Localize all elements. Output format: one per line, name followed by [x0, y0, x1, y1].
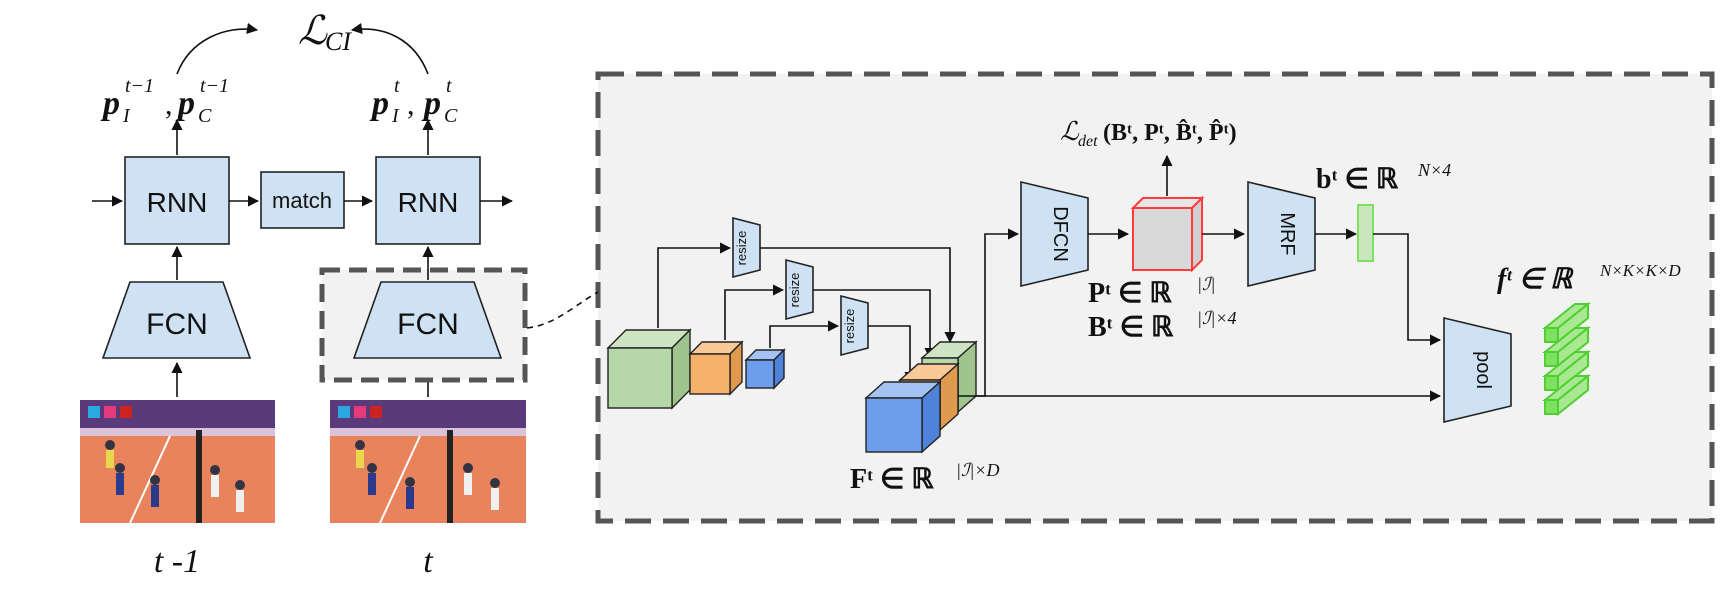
mrf-label: MRF — [1276, 212, 1298, 255]
svg-text:p: p — [369, 85, 389, 122]
time-label-cur-t: t — [423, 543, 434, 580]
rnn-prev — [124, 156, 230, 245]
dfcn-label: DFCN — [1049, 206, 1071, 262]
svg-text:t: t — [446, 75, 452, 97]
resize-1: resize — [732, 216, 761, 279]
b-label: bᵗ ∈ ℝ N×4 — [1316, 160, 1451, 195]
svg-text:p: p — [100, 85, 120, 122]
B-label: Bᵗ ∈ ℝ |ℐ|×4 — [1088, 308, 1237, 343]
rnn-cur — [375, 156, 481, 245]
fcn-cur-label: FCN — [397, 308, 459, 341]
box-vector — [1357, 204, 1374, 262]
fcn-prev — [101, 281, 252, 359]
loss-det: ℒ det (Bᵗ, Pᵗ, B̂ᵗ, P̂ᵗ) — [1060, 117, 1237, 150]
fcn-cur — [352, 281, 503, 359]
svg-text:p: p — [175, 85, 195, 122]
F-label: Fᵗ ∈ ℝ |ℐ|×D — [850, 460, 1000, 495]
svg-text:ℒ: ℒ — [298, 8, 328, 53]
output-cur: p I t , p C t — [369, 75, 458, 127]
arrow-b-pool — [1373, 233, 1442, 346]
feature-stack — [864, 340, 978, 454]
P-label: Pᵗ ∈ ℝ |ℐ| — [1088, 274, 1215, 309]
svg-text:C: C — [444, 105, 458, 127]
zoom-connector — [526, 291, 599, 329]
time-label-prev: t -1 — [154, 543, 200, 580]
pool-block — [1443, 316, 1512, 424]
loss-ci: ℒ CI — [176, 8, 429, 75]
backbone-cubes — [606, 328, 786, 410]
match-box — [260, 171, 345, 229]
svg-text:t: t — [394, 75, 400, 97]
mrf-block — [1247, 180, 1316, 288]
rnn-prev-label: RNN — [147, 187, 208, 218]
resize-connections — [657, 242, 956, 384]
frame-image-cur — [330, 400, 526, 524]
f-label: fᵗ ∈ ℝ N×K×K×D — [1497, 261, 1681, 295]
svg-text:p: p — [421, 85, 441, 122]
svg-text:,: , — [165, 88, 173, 121]
branch-prev: FCN RNN p I t−1 , p C t−1 t -1 — [80, 75, 275, 580]
match-label: match — [272, 188, 332, 213]
svg-text:|ℐ|×4: |ℐ|×4 — [1197, 308, 1237, 328]
dfcn-block — [1020, 180, 1089, 288]
svg-text:resize: resize — [842, 309, 857, 344]
svg-text:Pᵗ ∈ ℝ: Pᵗ ∈ ℝ — [1088, 278, 1172, 309]
svg-text:I: I — [391, 105, 400, 127]
svg-text:CI: CI — [325, 27, 352, 56]
svg-text:resize: resize — [734, 231, 749, 266]
svg-text:det: det — [1078, 133, 1098, 150]
svg-text:bᵗ ∈ ℝ: bᵗ ∈ ℝ — [1316, 164, 1399, 195]
svg-text:|ℐ|: |ℐ| — [1197, 274, 1215, 294]
pool-label: pool — [1472, 351, 1494, 389]
svg-text:ℒ: ℒ — [1060, 117, 1080, 146]
svg-text:N×K×K×D: N×K×K×D — [1599, 261, 1681, 280]
svg-text:resize: resize — [787, 273, 802, 308]
resize-2: resize — [785, 258, 814, 321]
svg-text:fᵗ ∈ ℝ: fᵗ ∈ ℝ — [1497, 264, 1574, 295]
svg-text:(Bᵗ, Pᵗ, B̂ᵗ, P̂ᵗ): (Bᵗ, Pᵗ, B̂ᵗ, P̂ᵗ) — [1103, 119, 1237, 146]
svg-text:t−1: t−1 — [125, 75, 154, 97]
frame-image-prev — [80, 400, 275, 524]
detail-panel — [595, 71, 1715, 524]
branch-cur: FCN RNN p I t , p C t t -1 t — [319, 75, 528, 580]
svg-text:|ℐ|×D: |ℐ|×D — [956, 460, 1000, 480]
svg-text:t−1: t−1 — [200, 75, 229, 97]
resize-3: resize — [840, 294, 869, 357]
svg-text:C: C — [198, 105, 212, 127]
svg-text:,: , — [407, 88, 415, 121]
output-prev: p I t−1 , p C t−1 — [100, 75, 229, 127]
rnn-cur-label: RNN — [398, 187, 459, 218]
fcn-prev-label: FCN — [146, 308, 208, 341]
svg-text:I: I — [122, 105, 131, 127]
detection-cube — [1130, 195, 1205, 273]
roi-features — [1542, 301, 1591, 417]
svg-text:N×4: N×4 — [1417, 160, 1451, 180]
svg-text:Fᵗ ∈ ℝ: Fᵗ ∈ ℝ — [850, 464, 934, 495]
svg-text:Bᵗ ∈ ℝ: Bᵗ ∈ ℝ — [1088, 312, 1174, 343]
